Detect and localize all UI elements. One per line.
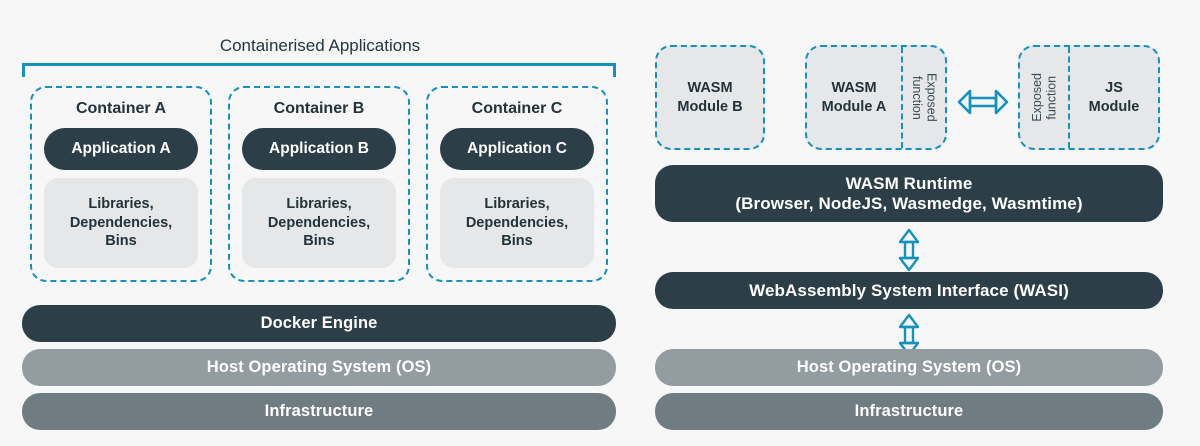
- left-panel-title: Containerised Applications: [219, 36, 421, 55]
- docker-engine-bar: Docker Engine: [22, 305, 616, 342]
- libraries-c-box: Libraries,Dependencies,Bins: [440, 178, 594, 268]
- libraries-a-box: Libraries,Dependencies,Bins: [44, 178, 198, 268]
- left-host-os-bar: Host Operating System (OS): [22, 349, 616, 386]
- application-b-pill: Application B: [242, 128, 396, 170]
- runtime-wasi-connector-icon: [898, 228, 920, 272]
- double-headed-horizontal-arrow-icon: [957, 89, 1009, 115]
- right-infrastructure-bar: Infrastructure: [655, 393, 1163, 430]
- wasi-bar: WebAssembly System Interface (WASI): [655, 272, 1163, 309]
- application-c-pill: Application C: [440, 128, 594, 170]
- application-a-pill: Application A: [44, 128, 198, 170]
- libraries-b-box: Libraries,Dependencies,Bins: [242, 178, 396, 268]
- right-host-os-bar: Host Operating System (OS): [655, 349, 1163, 386]
- container-a-label: Container A: [75, 100, 167, 117]
- container-a-box: Container A Application A Libraries,Depe…: [30, 86, 212, 282]
- containerised-applications-bracket: [22, 63, 616, 77]
- wasm-runtime-bar: WASM Runtime(Browser, NodeJS, Wasmedge, …: [655, 165, 1163, 222]
- left-infrastructure-bar: Infrastructure: [22, 393, 616, 430]
- container-c-box: Container C Application C Libraries,Depe…: [426, 86, 608, 282]
- container-b-box: Container B Application B Libraries,Depe…: [228, 86, 410, 282]
- container-c-label: Container C: [471, 100, 563, 117]
- container-b-label: Container B: [273, 100, 365, 117]
